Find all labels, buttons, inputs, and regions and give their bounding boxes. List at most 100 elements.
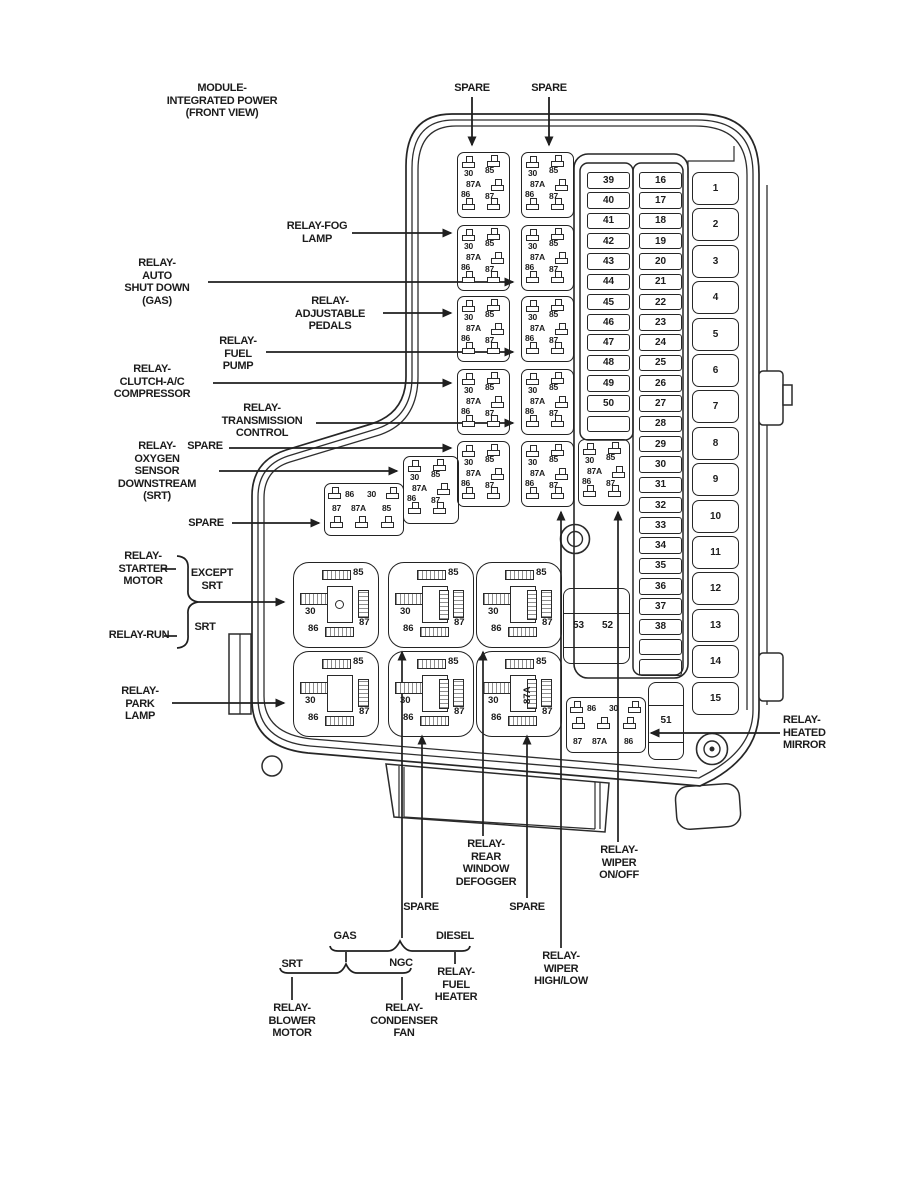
relay-pin-label: 30 xyxy=(464,457,474,467)
fuse-slot-35: 35 xyxy=(639,557,682,575)
relay-pin-icon xyxy=(526,300,540,313)
relay-pin-label: 86 xyxy=(582,476,592,486)
relay-pin-label: 85 xyxy=(549,165,559,175)
fuse-slot-45: 45 xyxy=(587,293,630,311)
relay-pin-icon xyxy=(555,323,569,336)
relay-terminal-icon xyxy=(322,570,351,580)
label-ngc: NGC xyxy=(389,957,413,969)
relay-pin-label: 86 xyxy=(525,478,535,488)
relay-pin-label: 87 xyxy=(549,264,559,274)
relay-pin-label: 87A xyxy=(466,396,481,406)
cavity-53-52-box: 53 52 xyxy=(563,588,630,664)
label-relay-transmission: RELAY- TRANSMISSION CONTROL xyxy=(221,402,303,440)
relay-terminal-icon xyxy=(417,570,446,580)
relay-pin-label: 87A xyxy=(530,323,545,333)
relay-terminal-icon xyxy=(541,590,552,618)
relay-pin-label: 86 xyxy=(525,262,535,272)
fuse-slot-26: 26 xyxy=(639,375,682,392)
fuse-slot-5: 5 xyxy=(692,317,739,351)
relay-pin-label: 87A xyxy=(351,503,366,513)
relay-pin-label: 87 xyxy=(573,736,583,746)
fuse-slot-37: 37 xyxy=(639,598,682,615)
relay-pin-label: 87 xyxy=(359,617,370,628)
relay-pin-label: 86 xyxy=(308,623,319,634)
relay-terminal-icon xyxy=(527,679,537,709)
relay-terminal-icon xyxy=(358,590,369,618)
relay-pin-icon xyxy=(437,483,451,496)
relay-terminal-icon xyxy=(453,590,464,618)
relay-pin-icon xyxy=(526,198,540,211)
relay-pin-icon xyxy=(462,373,476,386)
relay-pin-icon xyxy=(487,487,501,500)
fuse-slot-36: 36 xyxy=(639,578,682,595)
relay-pin-icon xyxy=(408,502,422,515)
relay-pin-label: 87 xyxy=(549,191,559,201)
relay-pin-label: 87A xyxy=(592,736,607,746)
relay-pin-label: 85 xyxy=(549,238,559,248)
relay-pin-label: 30 xyxy=(464,241,474,251)
relay-pin-icon xyxy=(583,485,597,498)
relay-pin-icon xyxy=(487,299,501,312)
relay-pin-icon xyxy=(608,485,622,498)
relay-terminal-icon xyxy=(483,682,511,694)
relay-pin-label: 87 xyxy=(454,617,465,628)
relay-terminal-icon xyxy=(420,627,449,637)
relay-pin-icon xyxy=(551,228,565,241)
fuse-slot-27: 27 xyxy=(639,395,682,412)
fuse-slot-6: 6 xyxy=(692,354,739,387)
fuse-slot-4: 4 xyxy=(692,281,739,315)
relay-pin-icon xyxy=(491,252,505,265)
relay-pin-icon xyxy=(487,155,501,168)
relay-terminal-icon xyxy=(395,682,423,694)
label-srt-branch: SRT xyxy=(281,958,303,970)
relay-pin-icon xyxy=(328,487,342,500)
relay-pin-label: 85 xyxy=(485,165,495,175)
cavity-53: 53 xyxy=(573,620,585,631)
relay-pin-label: 85 xyxy=(382,503,392,513)
relay-pin-label: 87A xyxy=(522,686,533,704)
relay-pin-label: 85 xyxy=(485,309,495,319)
relay-pin-label: 85 xyxy=(536,656,547,667)
relay-pin-icon xyxy=(462,271,476,284)
fuse-slot-19: 19 xyxy=(639,232,682,250)
relay-pin-label: 85 xyxy=(431,469,441,479)
relay-pin-icon xyxy=(555,179,569,192)
fuse-slot-18: 18 xyxy=(639,212,682,230)
relay-pin-label: 86 xyxy=(407,493,417,503)
relay-pin-label: 85 xyxy=(549,382,559,392)
cavity-51-box: 51 xyxy=(648,682,684,760)
relay-terminal-icon xyxy=(508,627,537,637)
relay-pin-label: 30 xyxy=(528,385,538,395)
fuse-slot-15: 15 xyxy=(692,681,739,715)
relay-pin-icon xyxy=(462,229,476,242)
label-srt: SRT xyxy=(194,621,216,633)
relay-terminal-icon xyxy=(508,716,537,726)
relay-pin-icon xyxy=(487,228,501,241)
relay-pin-label: 85 xyxy=(606,452,616,462)
fuse-slot-12: 12 xyxy=(692,572,739,606)
relay-pin-icon xyxy=(572,717,586,730)
label-relay-fog-lamp: RELAY-FOG LAMP xyxy=(286,220,348,245)
label-relay-condenser-fan: RELAY- CONDENSER FAN xyxy=(370,1002,438,1040)
label-relay-run: RELAY-RUN xyxy=(108,629,170,641)
fuse-slot-empty xyxy=(587,415,630,433)
relay-terminal-icon xyxy=(300,682,328,694)
relay-pin-label: 30 xyxy=(528,457,538,467)
relay-pin-icon xyxy=(462,415,476,428)
relay-pin-label: 85 xyxy=(485,454,495,464)
relay-pin-label: 85 xyxy=(448,567,459,578)
relay-pin-icon xyxy=(462,156,476,169)
relay-pin-icon xyxy=(623,717,637,730)
relay-pin-icon xyxy=(608,442,622,455)
relay-pin-label: 87 xyxy=(485,264,495,274)
relay-terminal-icon xyxy=(483,593,511,605)
